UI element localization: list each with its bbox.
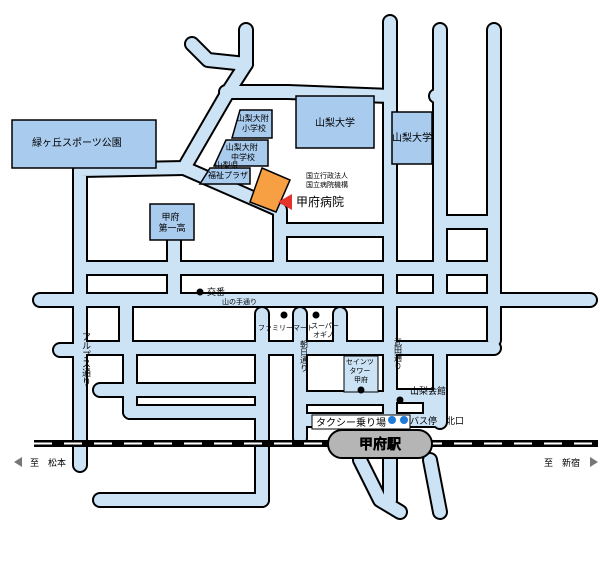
org-label: 国立行政法人 国立病院機構 xyxy=(306,171,350,189)
building-blocks xyxy=(11,95,433,393)
welfare-label: 山梨県 福祉プラザ xyxy=(208,160,248,180)
welfare-line-2: 福祉プラザ xyxy=(208,170,248,180)
to-matsumoto-label: 至 松本 xyxy=(30,457,66,469)
yamanote-label: 山の手通り xyxy=(222,297,257,306)
park-label: 緑ヶ丘スポーツ公園 xyxy=(32,136,122,149)
koban-dot-icon xyxy=(196,288,204,296)
familymart-dot-icon xyxy=(280,311,288,319)
bus-stop-icon xyxy=(400,416,408,424)
park-block xyxy=(11,119,157,169)
school-elem-line-1: 山梨大附 xyxy=(237,113,269,123)
school-mid-line-1: 山梨大附 xyxy=(226,142,258,152)
kaikan-dot-icon xyxy=(396,396,404,404)
supermarket-line-2: オギノ xyxy=(313,331,334,339)
seven-line-2: タワー xyxy=(349,366,370,375)
takeda-label: 武田通り xyxy=(394,337,403,370)
to-shinjuku-label: 至 新宿 xyxy=(544,457,580,469)
bus-stop-icon xyxy=(388,416,396,424)
supermarket-dot-icon xyxy=(312,311,320,319)
seven-label: セインツ タワー 甲府 xyxy=(346,358,376,384)
highschool-line-1: 甲府 xyxy=(162,211,180,223)
railway xyxy=(34,440,598,447)
seven-line-3: 甲府 xyxy=(354,375,368,384)
taxi-stand-label: タクシー乗り場 xyxy=(316,416,386,429)
school-mid-block xyxy=(212,139,269,167)
hospital-label: 甲府病院 xyxy=(296,194,344,209)
station-label: 甲府駅 xyxy=(359,436,402,453)
kaikan-label: 山梨会館 xyxy=(410,385,446,397)
school-mid-label: 山梨大附 中学校 xyxy=(226,142,261,162)
welfare-line-1: 山梨県 xyxy=(215,160,239,170)
school-elem-label: 山梨大附 小学校 xyxy=(237,113,272,133)
university-block-1 xyxy=(295,95,375,149)
station-kofu: 甲府駅 xyxy=(327,429,433,459)
red-pointer-icon xyxy=(278,194,292,210)
taxi-stand-box xyxy=(311,414,411,430)
school-elem-line-2: 小学校 xyxy=(242,123,266,133)
asahi-label: 朝日通り xyxy=(300,340,309,372)
school-mid-line-2: 中学校 xyxy=(231,152,255,162)
univ-2-label: 山梨大学 xyxy=(392,131,432,144)
familymart-label: ファミリーマート xyxy=(258,324,314,332)
university-block-2 xyxy=(391,111,433,165)
seven-line-1: セインツ xyxy=(346,358,374,366)
koban-label: 交番 xyxy=(207,286,225,298)
org-line-1: 国立行政法人 xyxy=(306,171,348,180)
highschool-block xyxy=(149,203,195,241)
triangle-right-icon xyxy=(590,457,598,467)
alps-label: アルプス通り xyxy=(80,332,91,386)
school-elem-block xyxy=(231,109,273,139)
seven-dot-icon xyxy=(357,386,365,394)
supermarket-line-1: スーパー xyxy=(311,322,339,330)
triangle-left-icon xyxy=(14,457,22,467)
highschool-label: 甲府 第一高 xyxy=(158,211,185,234)
univ-1-label: 山梨大学 xyxy=(315,116,355,129)
org-line-2: 国立病院機構 xyxy=(306,180,348,189)
highschool-line-2: 第一高 xyxy=(158,222,185,234)
north-exit-label: 北口 xyxy=(446,416,464,427)
supermarket-label: スーパー オギノ xyxy=(311,322,341,339)
welfare-block xyxy=(198,167,251,185)
bus-stop-label: バス停 xyxy=(410,415,437,427)
